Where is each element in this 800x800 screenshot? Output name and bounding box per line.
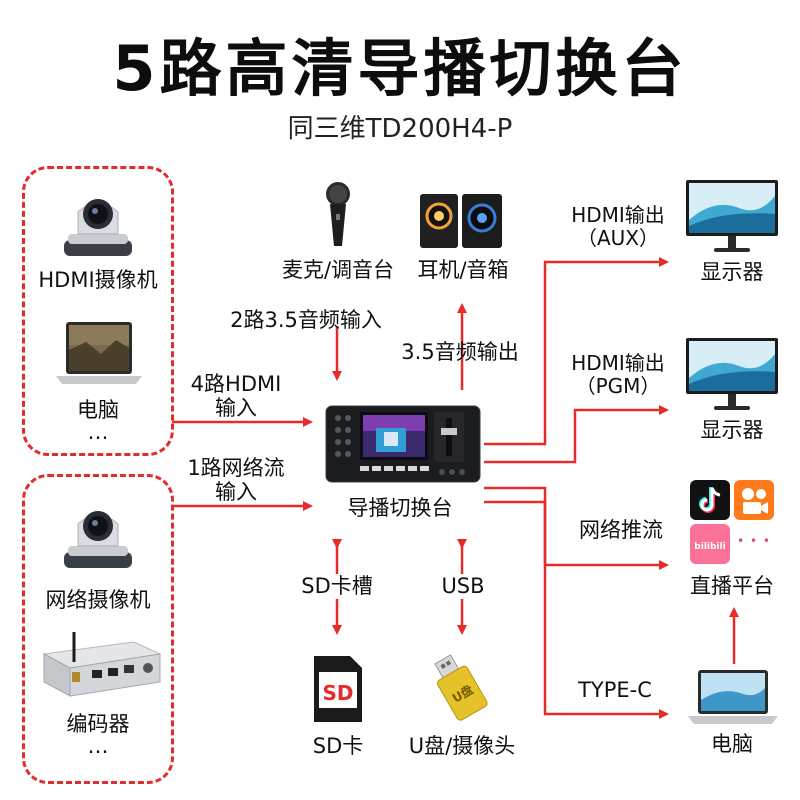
audio-input-label: 2路3.5音频输入 — [230, 308, 382, 332]
kuaishou-icon — [734, 480, 774, 520]
sd-card-icon: SD — [314, 656, 362, 722]
usb-device-label: U盘/摄像头 — [408, 734, 516, 758]
stream-label: 网络推流 — [579, 518, 663, 542]
input-group-hdmi — [22, 166, 174, 456]
page-subtitle: 同三维TD200H4-P — [287, 114, 513, 144]
group2-more: … — [87, 734, 109, 758]
network-camera-label: 网络摄像机 — [45, 588, 151, 612]
computer-label: 电脑 — [77, 398, 119, 422]
bilibili-logo-text: bilibili — [694, 542, 725, 552]
arrow-aux-out — [484, 257, 669, 446]
monitor-icon-pgm — [686, 338, 778, 410]
ptz-camera-icon — [64, 199, 132, 256]
more-platforms-dots: • • • — [737, 534, 771, 548]
arrow-pgm-out — [484, 405, 669, 464]
sd-logo-text: SD — [322, 681, 353, 705]
usb-drive-icon: U盘 — [434, 654, 488, 721]
page-title: 5路高清导播切换台 — [112, 32, 688, 105]
monitor-icon-aux — [686, 180, 778, 252]
switcher-device-icon — [325, 405, 481, 483]
sd-slot-label: SD卡槽 — [272, 574, 402, 600]
sd-card-label: SD卡 — [312, 734, 364, 758]
monitor-pgm-label: 显示器 — [700, 418, 764, 442]
net-input-label: 1路网络流 输入 — [187, 456, 285, 505]
hdmi-pgm-label: HDMI输出 （PGM） — [571, 351, 665, 398]
encoder-icon — [42, 632, 162, 697]
switcher-label: 导播切换台 — [347, 496, 453, 520]
laptop-icon — [56, 322, 142, 384]
usb-label: USB — [428, 574, 498, 600]
output-laptop-icon — [688, 670, 778, 724]
encoder-label: 编码器 — [66, 712, 130, 736]
speaker-label: 耳机/音箱 — [417, 258, 509, 282]
group1-more: … — [87, 420, 109, 444]
hdmi-aux-label: HDMI输出 （AUX） — [571, 203, 665, 250]
hdmi-camera-label: HDMI摄像机 — [38, 268, 158, 292]
output-pc-label: 电脑 — [711, 732, 753, 756]
microphone-icon — [326, 182, 350, 246]
tiktok-icon — [690, 480, 730, 520]
input-group-network — [22, 474, 174, 784]
audio-output-label: 3.5音频输出 — [401, 340, 519, 364]
typec-label: TYPE-C — [578, 678, 652, 702]
monitor-aux-label: 显示器 — [700, 260, 764, 284]
arrow-typec-out — [484, 500, 669, 719]
speaker-icon — [420, 194, 502, 248]
live-platform-label: 直播平台 — [690, 574, 774, 598]
hdmi-input-label: 4路HDMI 输入 — [190, 372, 282, 421]
mic-label: 麦克/调音台 — [281, 258, 395, 282]
network-camera-icon — [64, 511, 132, 568]
bilibili-icon: bilibili — [690, 524, 730, 564]
